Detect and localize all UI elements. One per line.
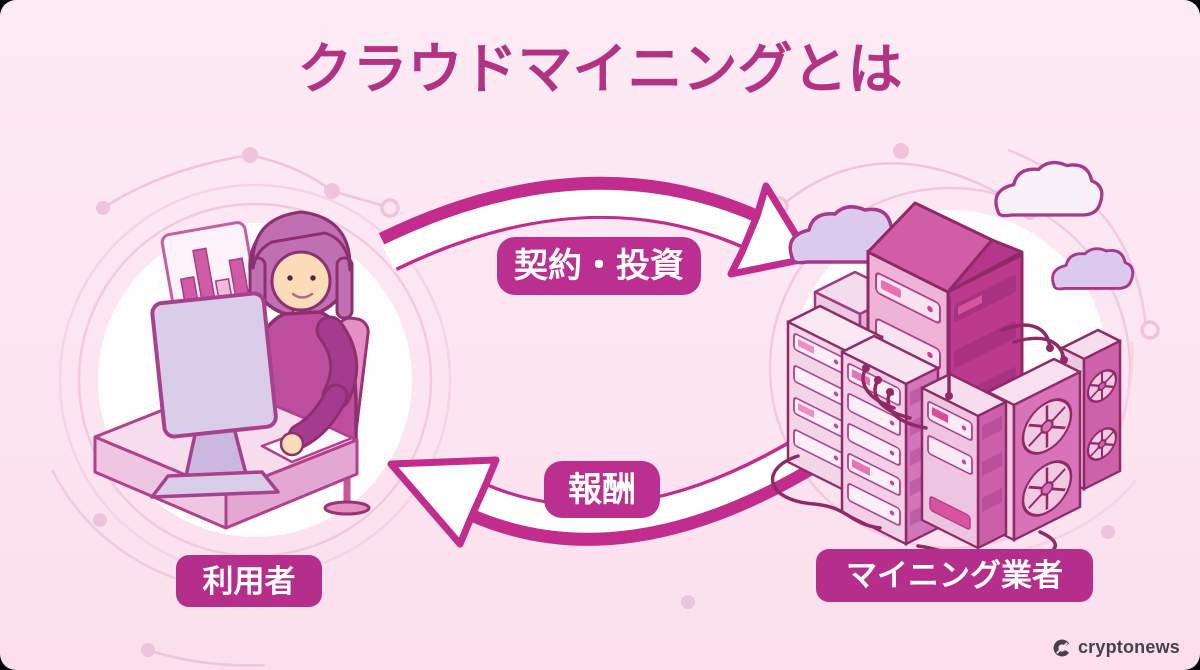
fan-icon bbox=[1086, 427, 1118, 461]
user-illustration bbox=[93, 210, 371, 530]
cloud-icon-top bbox=[994, 160, 1104, 218]
investment-flow-label: 契約・投資 bbox=[497, 237, 701, 295]
reward-flow-label: 報酬 bbox=[544, 461, 660, 518]
arrowhead-left-icon bbox=[387, 456, 500, 548]
brand-name: cryptonews bbox=[1077, 637, 1180, 657]
provider-entity-label: マイニング業者 bbox=[816, 549, 1093, 602]
cloud-icon-right bbox=[1051, 247, 1135, 291]
fan-icon bbox=[1086, 369, 1118, 403]
fan-icon bbox=[1021, 460, 1073, 517]
arm bbox=[279, 315, 359, 457]
user-entity-label: 利用者 bbox=[176, 555, 322, 607]
cryptonews-logo-icon bbox=[1053, 639, 1071, 656]
page-title: クラウドマイニングとは bbox=[297, 38, 903, 100]
mining-servers-illustration bbox=[770, 160, 1135, 562]
monitor-icon bbox=[150, 291, 280, 499]
fan-unit-main bbox=[986, 357, 1082, 542]
server-tower-front bbox=[920, 372, 1008, 550]
cable-connectors bbox=[862, 344, 1068, 400]
brand-footer: cryptonews bbox=[1053, 637, 1180, 658]
fan-icon bbox=[1021, 398, 1073, 455]
